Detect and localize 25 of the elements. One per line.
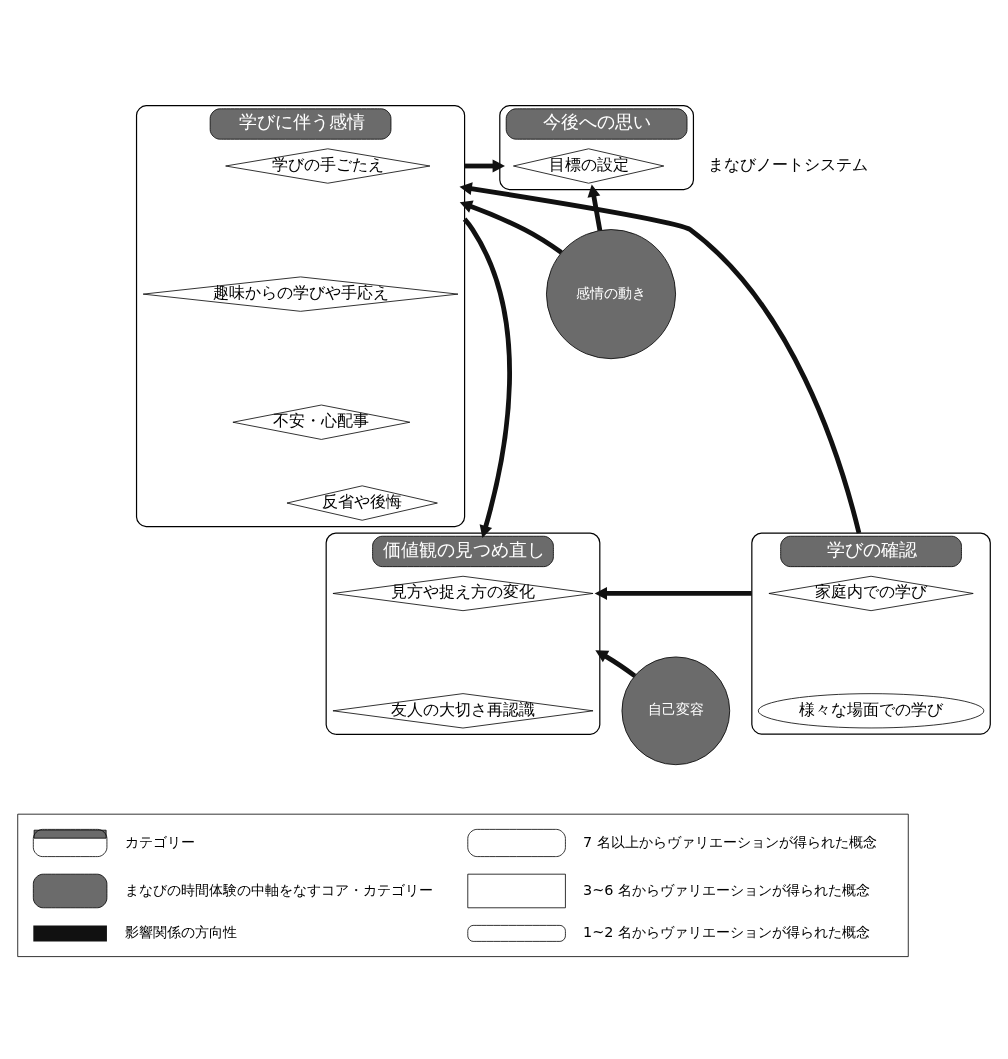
arrow xyxy=(459,200,563,255)
arrow xyxy=(587,184,603,231)
node-circle: 感情の動き xyxy=(546,229,676,360)
arrow xyxy=(462,217,512,538)
arrow xyxy=(595,650,637,678)
node-diamond: 家庭内での学び xyxy=(768,575,974,612)
node-diamond: 反省や後悔 xyxy=(286,485,438,521)
node-diamond: 学びの手ごたえ xyxy=(225,148,431,184)
legend-label: 7 名以上からヴァリエーションが得られた概念 xyxy=(583,833,877,850)
legend-label: まなびの時間体験の中軸をなすコア・カテゴリー xyxy=(124,881,433,898)
node-diamond: 見方や捉え方の変化 xyxy=(332,575,594,612)
node-diamond: 趣味からの学びや手応え xyxy=(142,276,459,312)
node-diamond: 不安・心配事 xyxy=(232,404,411,440)
node-diamond: 友人の大切さ再認識 xyxy=(332,693,594,729)
legend-label: 1~2 名からヴァリエーションが得られた概念 xyxy=(583,923,870,940)
arrow xyxy=(459,182,862,534)
node-circle: 自己変容 xyxy=(621,656,731,766)
arrow xyxy=(464,159,505,173)
legend-label: カテゴリー xyxy=(124,833,195,850)
label: まなびノートシステム xyxy=(707,155,868,175)
legend-label: 影響関係の方向性 xyxy=(124,923,237,940)
node-diamond: 目標の設定 xyxy=(513,148,665,184)
node-ellipse: 様々な場面での学び xyxy=(757,693,985,729)
legend-label: 3~6 名からヴァリエーションが得られた概念 xyxy=(583,881,870,898)
arrow xyxy=(594,586,752,600)
